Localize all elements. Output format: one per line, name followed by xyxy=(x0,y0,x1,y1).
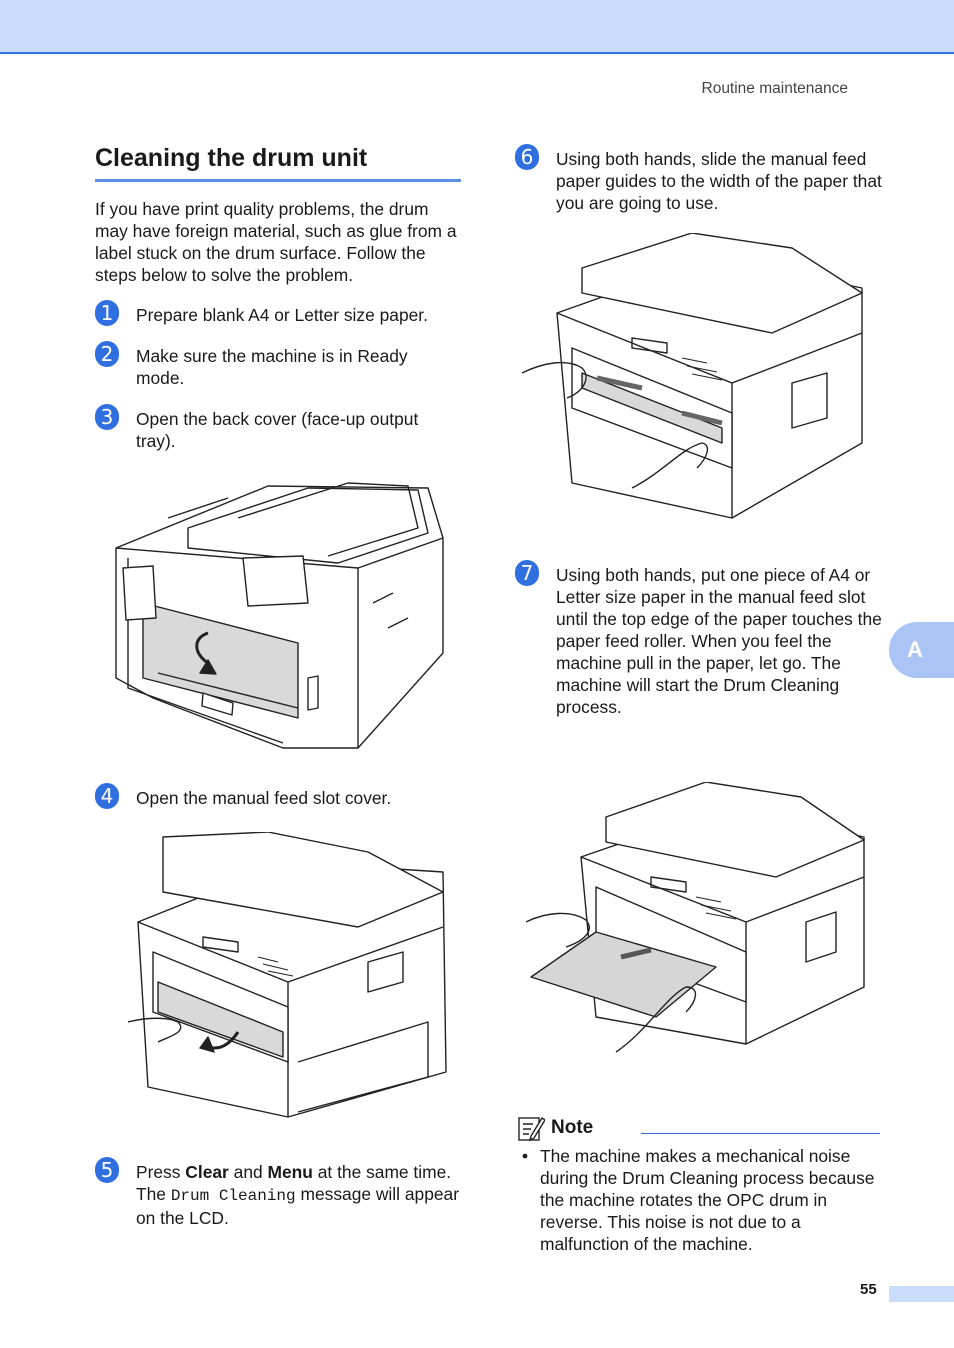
figure-manual-feed-cover xyxy=(128,832,447,1118)
step-5-post2: message will appear on the LCD. xyxy=(136,1184,460,1228)
pencil-note-icon xyxy=(518,1117,545,1142)
note-text: The machine makes a mechanical noise dur… xyxy=(540,1146,875,1254)
step-number-2: 2 xyxy=(95,341,119,367)
note-rule xyxy=(641,1132,880,1134)
step-5-pre: Press xyxy=(136,1162,186,1182)
note-header: Note xyxy=(517,1112,880,1144)
note-label: Note xyxy=(551,1117,594,1138)
step-6-text: Using both hands, slide the manual feed … xyxy=(556,149,882,213)
step-5-mid: and xyxy=(228,1162,268,1182)
step-7: 7 Using both hands, put one piece of A4 … xyxy=(515,560,885,718)
step-5: 5 Press Clear and Menu at the same time.… xyxy=(95,1157,460,1229)
step-2: 2 Make sure the machine is in Ready mode… xyxy=(95,341,435,389)
step-number-7: 7 xyxy=(515,560,539,586)
lcd-message: Drum Cleaning xyxy=(170,1187,296,1205)
step-number-1: 1 xyxy=(95,300,119,326)
step-number-6: 6 xyxy=(515,144,539,170)
step-number-5: 5 xyxy=(95,1157,119,1183)
figure-insert-paper xyxy=(526,782,865,1053)
clear-key-label: Clear xyxy=(185,1162,229,1182)
step-7-text: Using both hands, put one piece of A4 or… xyxy=(556,565,882,717)
step-number-4: 4 xyxy=(95,783,119,809)
appendix-tab: A xyxy=(889,622,954,678)
note-item: • The machine makes a mechanical noise d… xyxy=(522,1145,884,1255)
intro-paragraph: If you have print quality problems, the … xyxy=(95,199,457,285)
step-5-post1: at the same time. The xyxy=(136,1162,452,1204)
step-1-text: Prepare blank A4 or Letter size paper. xyxy=(136,305,428,325)
figure-back-cover xyxy=(115,482,444,749)
header-band xyxy=(0,0,954,54)
step-4: 4 Open the manual feed slot cover. xyxy=(95,783,455,809)
step-5-text: Press Clear and Menu at the same time. T… xyxy=(136,1161,460,1229)
step-3: 3 Open the back cover (face-up output tr… xyxy=(95,404,455,452)
figure-paper-guides xyxy=(522,233,863,519)
menu-key-label: Menu xyxy=(267,1162,313,1182)
step-4-text: Open the manual feed slot cover. xyxy=(136,788,392,808)
step-6: 6 Using both hands, slide the manual fee… xyxy=(515,144,885,214)
note-bullet: • xyxy=(522,1146,529,1166)
page-number-tab xyxy=(889,1286,954,1302)
step-1: 1 Prepare blank A4 or Letter size paper. xyxy=(95,300,465,326)
page-number: 55 xyxy=(860,1281,877,1298)
step-2-text: Make sure the machine is in Ready mode. xyxy=(136,346,408,388)
section-title: Cleaning the drum unit xyxy=(95,144,461,182)
running-head: Routine maintenance xyxy=(701,80,849,97)
step-number-3: 3 xyxy=(95,404,119,430)
step-3-text: Open the back cover (face-up output tray… xyxy=(136,409,419,451)
